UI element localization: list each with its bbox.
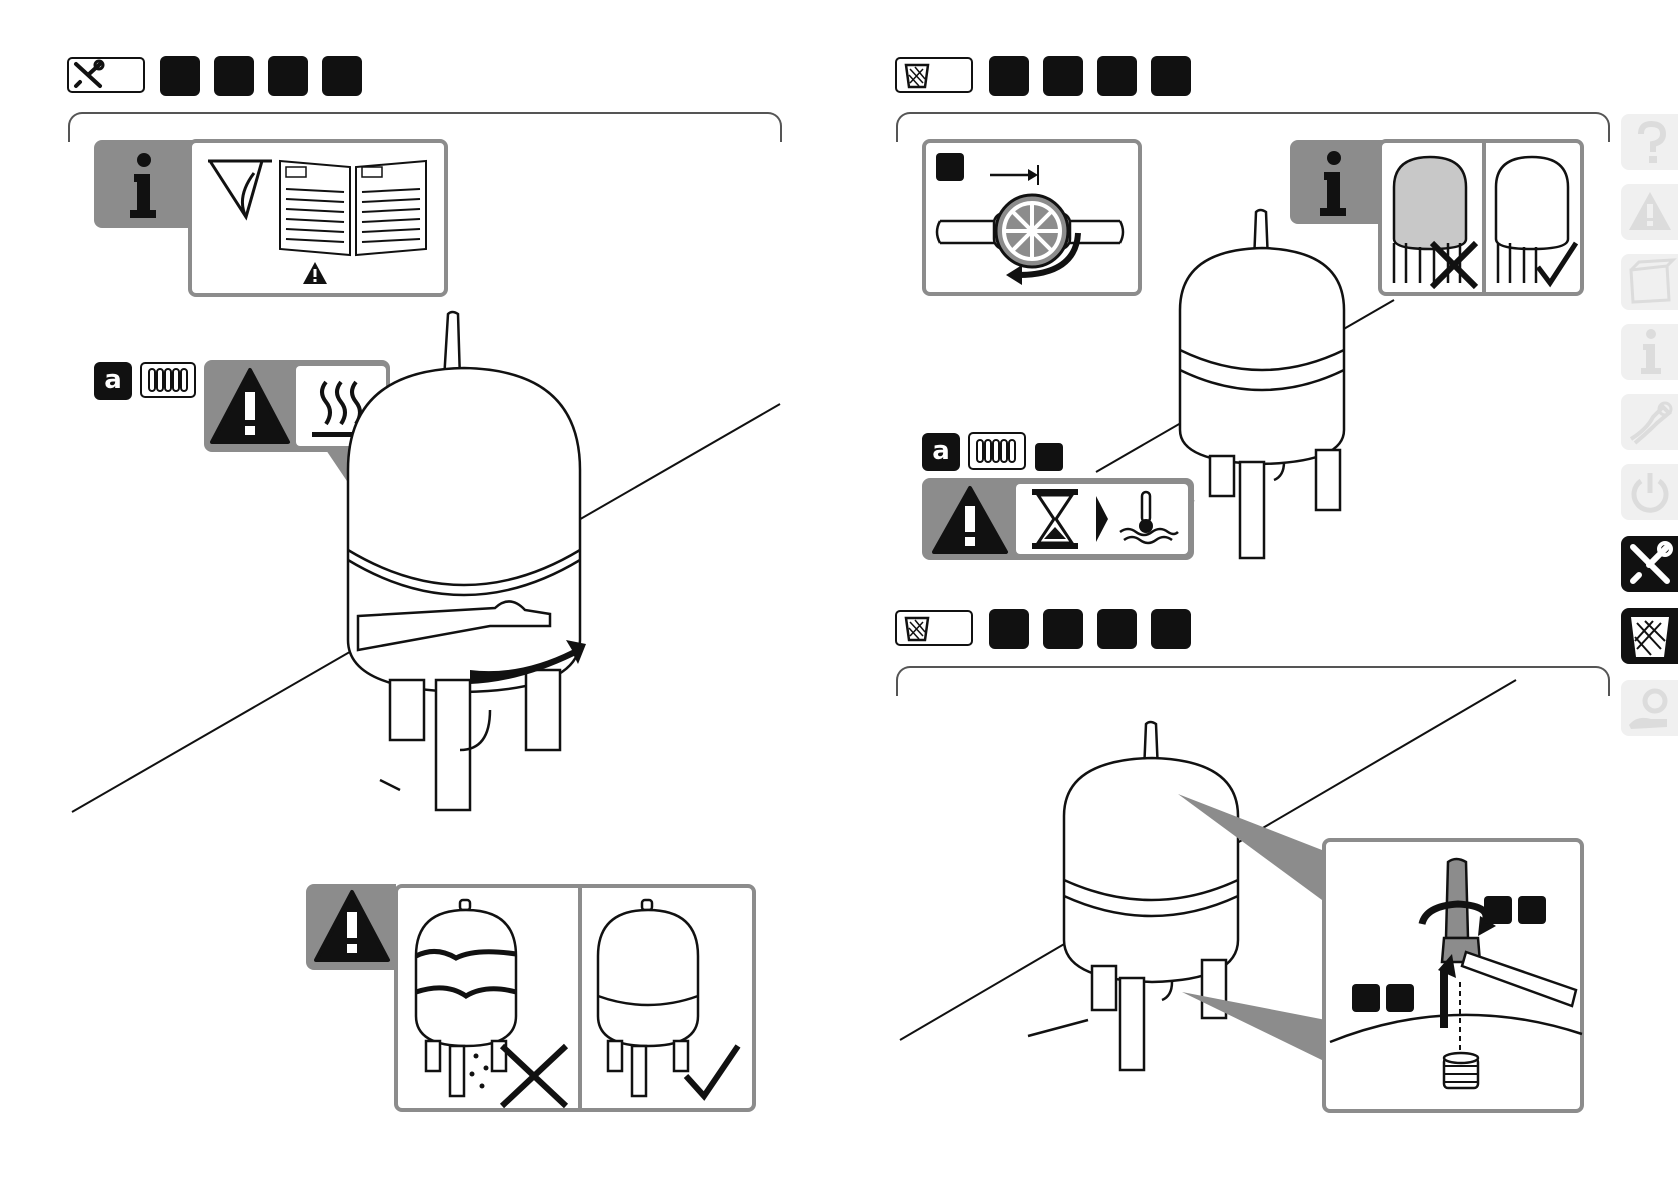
step-marker (1484, 896, 1512, 924)
step-marker (1386, 984, 1414, 1012)
step-marker (1035, 443, 1063, 471)
step-box-4 (322, 56, 362, 96)
step-box-2 (1043, 56, 1083, 96)
empty-tank-check-icon (1488, 147, 1584, 293)
tab-startup[interactable] (1621, 464, 1678, 520)
install-icon (1627, 399, 1673, 445)
step-box-1 (989, 56, 1029, 96)
tank-state-panel (1378, 139, 1584, 296)
warning-icon (314, 888, 390, 964)
step-box-2 (214, 56, 254, 96)
hourglass-icon (1030, 487, 1080, 551)
result-panel (394, 884, 756, 1112)
step-box-1 (989, 609, 1029, 649)
fitting-icon (1444, 1053, 1478, 1088)
wrench-icon (1462, 952, 1576, 1006)
section-frame (68, 112, 782, 142)
tab-installation[interactable] (1621, 394, 1678, 450)
step-box-3 (1097, 56, 1137, 96)
tab-help[interactable] (1621, 114, 1678, 170)
step-box-2 (1043, 609, 1083, 649)
step-box-3 (1097, 609, 1137, 649)
thermometer-water-icon (1116, 490, 1180, 550)
tab-disposal[interactable] (1621, 608, 1678, 664)
step-marker (1518, 896, 1546, 924)
radiator-icon (975, 438, 1019, 464)
result-warning-tab (306, 884, 396, 970)
step-box-3 (268, 56, 308, 96)
waste-bin-icon (903, 61, 931, 89)
result-divider (578, 888, 582, 1108)
disposal-mode-box (895, 57, 973, 93)
question-icon (1631, 120, 1671, 164)
disconnect-detail-illustration (1326, 842, 1582, 1112)
waste-bin-icon (903, 614, 931, 642)
manual-info-panel (188, 139, 448, 297)
step-box-4 (1151, 56, 1191, 96)
warning-icon (1627, 190, 1673, 234)
callout-wedge-bottom (1180, 990, 1340, 1090)
tab-delivery[interactable] (1621, 254, 1678, 310)
open-manual-icon (278, 157, 428, 257)
power-icon (1627, 469, 1673, 515)
expansion-tank-illustration (1174, 200, 1374, 560)
filled-tank-cross-icon (1386, 147, 1482, 293)
chevron-right-icon (1094, 494, 1110, 544)
callout-wedge-top (1176, 790, 1336, 930)
tab-service[interactable] (1621, 680, 1678, 736)
tab-maintenance[interactable] (1621, 536, 1678, 592)
damaged-tank-cross-icon (406, 896, 586, 1112)
disposal-mode-box (895, 610, 973, 646)
cool-sequence-box (1016, 484, 1188, 554)
step-box-1 (160, 56, 200, 96)
service-hand-icon (1627, 685, 1673, 731)
waste-bin-icon (1627, 613, 1673, 659)
read-manual-icon (206, 157, 276, 227)
disconnect-detail-panel (1322, 838, 1584, 1113)
state-divider (1482, 143, 1486, 293)
radiator-icon (147, 367, 191, 393)
substep-letter-a: a (922, 433, 960, 471)
substep-letter-a: a (94, 362, 132, 400)
tab-info[interactable] (1621, 324, 1678, 380)
step-box-4 (1151, 609, 1191, 649)
info-icon (1637, 328, 1667, 376)
wrench-screwdriver-icon (72, 60, 106, 90)
ok-tank-check-icon (588, 896, 758, 1112)
expansion-tank-illustration (340, 310, 640, 830)
warning-triangle-icon (302, 261, 328, 285)
section-frame (896, 112, 1610, 142)
wrench-screwdriver-icon (1627, 541, 1673, 587)
cool-warning-panel (922, 478, 1194, 560)
info-icon (124, 152, 164, 222)
warning-icon (932, 484, 1008, 554)
step-marker (1352, 984, 1380, 1012)
info-tab (94, 140, 194, 228)
tab-safety[interactable] (1621, 184, 1678, 240)
radiator-box (968, 432, 1026, 470)
radiator-box (140, 362, 196, 398)
box-icon (1627, 260, 1673, 304)
closed-valve-icon (934, 157, 1134, 287)
valve-panel (922, 139, 1142, 296)
maintenance-mode-box (67, 57, 145, 93)
